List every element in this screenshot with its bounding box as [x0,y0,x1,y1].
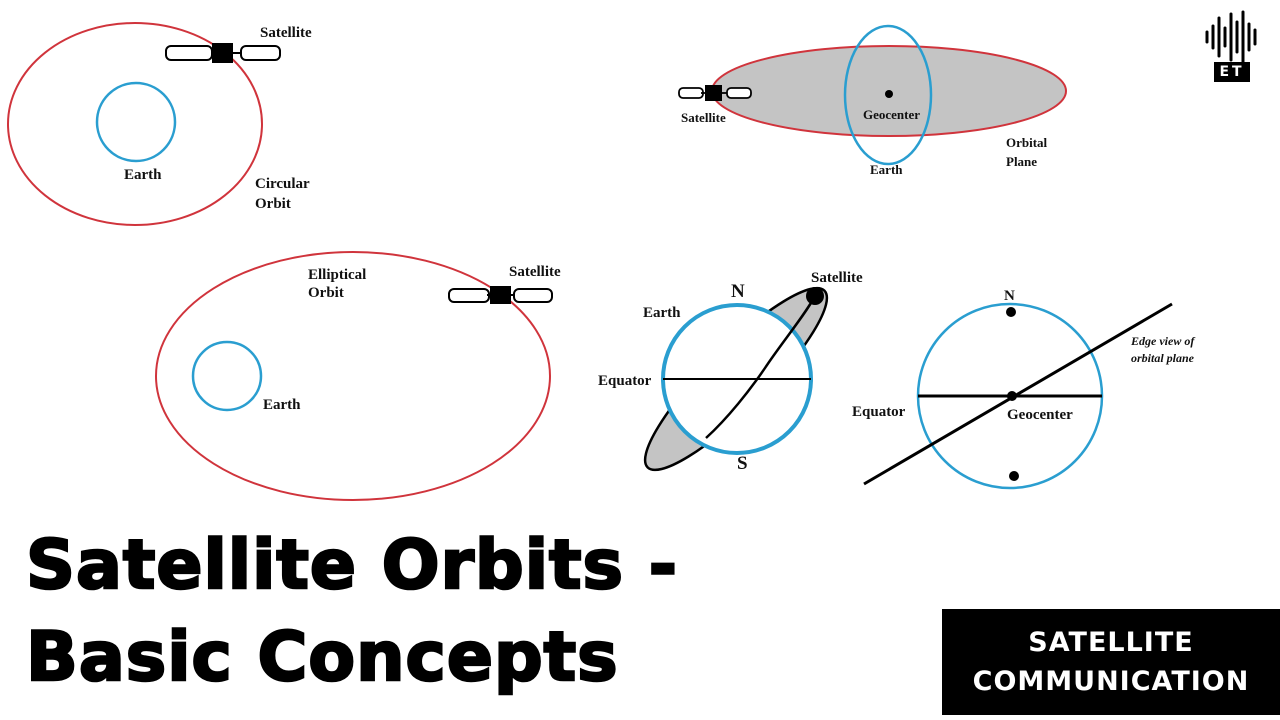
south-pole-dot [1009,471,1019,481]
geocenter-label: Geocenter [1007,407,1073,423]
orbit-label-line2: Orbit [308,285,344,301]
geocenter-label: Geocenter [863,107,920,122]
orbital-plane-edge-line [863,302,1173,486]
north-label: N [1004,288,1015,304]
orbit-label-line1: Elliptical [308,267,366,283]
logo-text: ET [1214,62,1250,82]
edge-label-line1: Edge view of [1130,334,1195,348]
elliptical-orbit-diagram: Elliptical Orbit Satellite Earth [155,251,561,501]
geocenter-dot [885,90,893,98]
geocenter-dot [1007,391,1017,401]
satellite-icon [165,43,281,63]
earth-label: Earth [870,162,903,177]
satellite-label: Satellite [509,264,561,280]
earth-label: Earth [263,397,301,413]
plane-label-line2: Plane [1006,154,1037,169]
earth-label: Earth [124,167,162,183]
title-line1: Satellite Orbits - [25,525,678,607]
equator-label: Equator [598,373,652,389]
badge-line1: SATELLITE [1028,627,1194,658]
earth-label: Earth [643,305,681,321]
satellite-dot [806,287,824,305]
satellite-label: Satellite [260,25,312,41]
north-label: N [731,281,745,302]
earth-circle [843,24,933,166]
subject-badge: SATELLITE COMMUNICATION [942,609,1280,715]
title-line2: Basic Concepts [25,617,619,699]
page-title: Satellite Orbits - Basic Concepts [25,520,678,704]
orbital-plane-diagram: Satellite Geocenter Earth Orbital Plane [678,24,1067,177]
inclined-orbit-diagram: N S Earth Equator Satellite [598,270,863,474]
satellite-label: Satellite [811,270,863,286]
plane-label-line1: Orbital [1006,135,1048,150]
satellite-label: Satellite [681,110,726,125]
south-label: S [737,453,748,474]
edge-view-diagram: N Edge view of orbital plane Equator Geo… [852,288,1195,490]
earth-circle [95,81,177,163]
satellite-icon [448,286,553,304]
circular-orbit-path [7,22,263,226]
elliptical-orbit-path [155,251,551,501]
badge-line2: COMMUNICATION [972,666,1250,697]
orbit-label-line2: Orbit [255,196,291,212]
equator-label: Equator [852,404,906,420]
edge-label-line2: orbital plane [1131,351,1195,365]
orbit-label-line1: Circular [255,176,310,192]
circular-orbit-diagram: Satellite Earth Circular Orbit [7,22,312,226]
satellite-icon [678,85,752,101]
orbit-front-arc [705,295,817,439]
north-pole-dot [1006,307,1016,317]
earth-circle [191,340,263,412]
sound-wave-icon [1205,10,1257,64]
